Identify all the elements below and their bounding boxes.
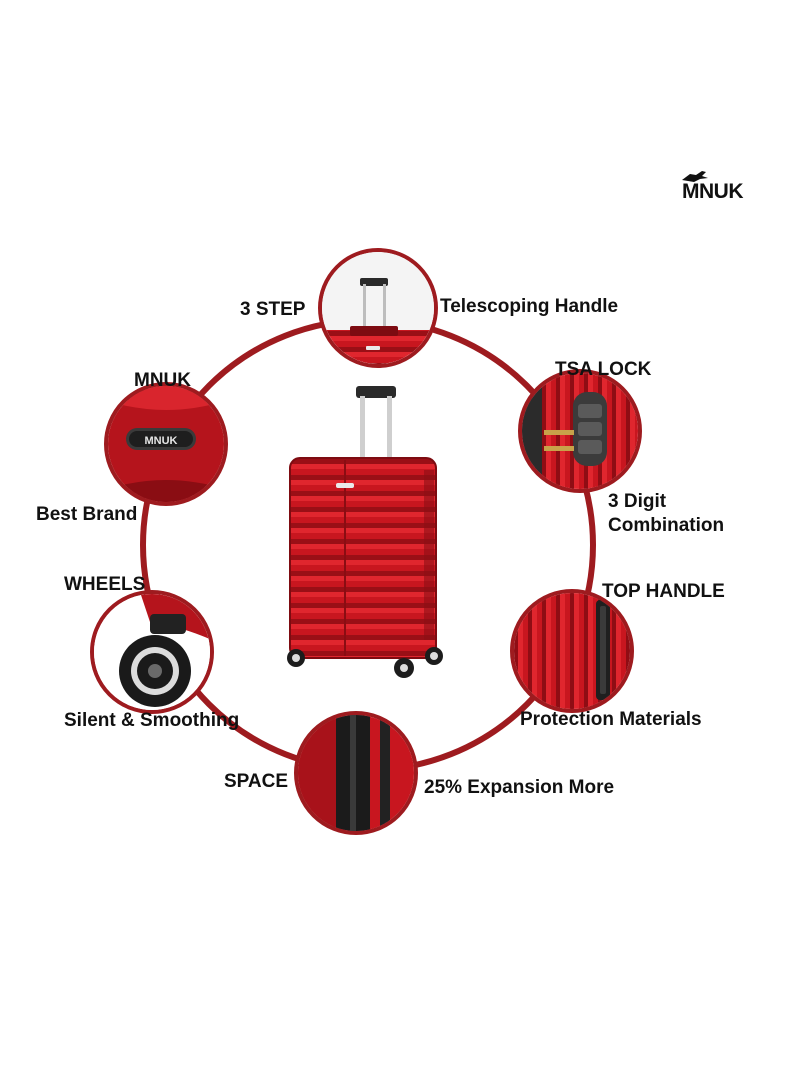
label-3-digit: 3 Digit <box>608 491 667 512</box>
feature-circle-top-handle <box>510 589 634 713</box>
brand-logo: MNUK <box>680 168 750 208</box>
feature-circle-wheels <box>90 590 214 714</box>
brand-logo-text: MNUK <box>682 180 744 203</box>
label-3-step: 3 STEP <box>240 299 306 320</box>
label-tsa-lock: TSA LOCK <box>555 359 652 380</box>
label-combination: Combination <box>608 515 725 536</box>
label-mnuk: MNUK <box>134 370 191 391</box>
label-protection-materials: Protection Materials <box>520 709 702 730</box>
label-space: SPACE <box>224 771 289 792</box>
feature-circle-handle <box>318 248 438 368</box>
label-silent-smoothing: Silent & Smoothing <box>64 710 240 731</box>
suitcase-image <box>287 386 443 678</box>
label-top-handle: TOP HANDLE <box>602 581 725 602</box>
label-wheels: WHEELS <box>64 574 146 595</box>
leaping-animal-icon <box>682 171 708 182</box>
feature-circle-expansion <box>294 711 418 835</box>
label-expansion: 25% Expansion More <box>424 777 615 798</box>
label-best-brand: Best Brand <box>36 504 138 525</box>
label-telescoping-handle: Telescoping Handle <box>440 296 619 317</box>
feature-circle-lock <box>518 369 642 493</box>
feature-circle-brand: MNUK <box>104 382 228 506</box>
brand-badge-text: MNUK <box>145 435 178 447</box>
